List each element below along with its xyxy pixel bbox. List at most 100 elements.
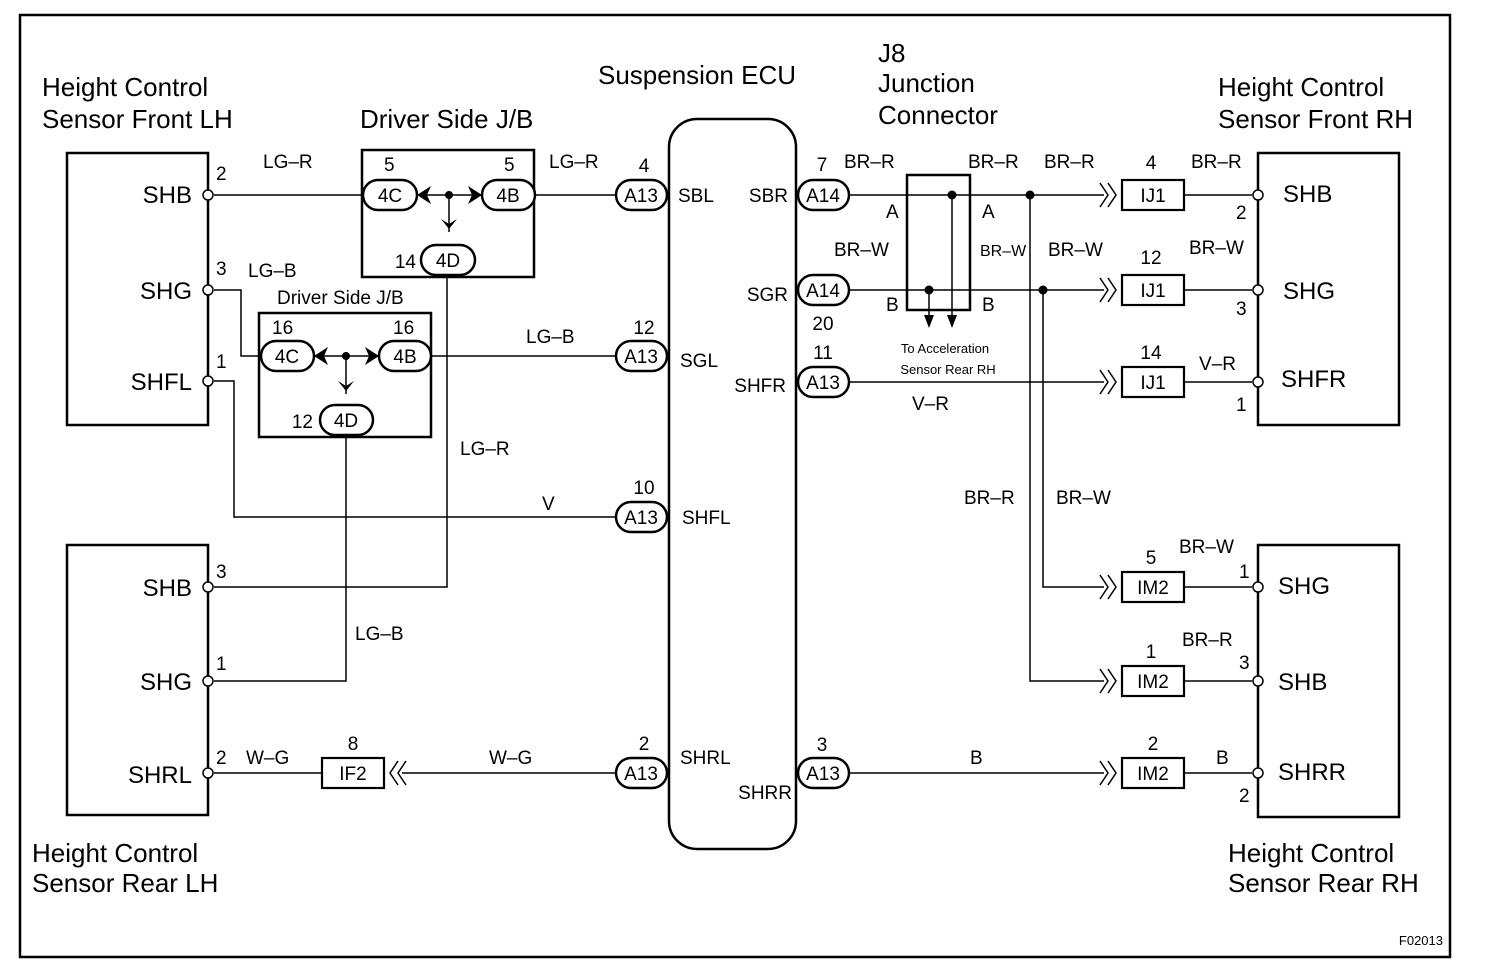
j8-title-line3: Connector [878, 100, 998, 130]
jb1-4d-label: 4D [436, 251, 460, 272]
splice-br-r [1025, 190, 1035, 200]
rear-rh-pin-shb: SHB [1278, 669, 1327, 696]
im2-num-5: 5 [1146, 548, 1157, 569]
diagram-frame [18, 13, 1452, 959]
wire-label-lg-b-3: LG–B [355, 624, 404, 645]
rear-lh-pin-shg: SHG [140, 669, 192, 696]
ecu-a13-sbl-label: A13 [624, 186, 658, 207]
sensor-terminals [202, 189, 1264, 779]
ecu-title: Suspension ECU [598, 60, 796, 90]
j8-splice-b [924, 285, 934, 295]
im2-connector-1 [1120, 664, 1186, 698]
front-lh-title-line2: Sensor Front LH [42, 104, 233, 134]
ecu-pin-sbr: SBR [749, 186, 788, 207]
wires-left [214, 194, 616, 774]
jb2-num-4b: 16 [393, 318, 414, 339]
jb2-4b-connector [377, 339, 433, 373]
front-rh-pin-shg: SHG [1283, 278, 1335, 305]
ij1-label-12: IJ1 [1140, 281, 1165, 302]
wire-label-b-2: B [1216, 748, 1229, 769]
wire-label-br-r-3: BR–R [1044, 152, 1095, 173]
ecu-pin-shfr: SHFR [734, 376, 786, 397]
wire-label-br-w-2: BR–W [980, 243, 1027, 260]
ecu-a14-sgr-connector [796, 273, 851, 307]
wire-label-br-w-3: BR–W [1048, 240, 1103, 261]
ecu-a13-shrr-label: A13 [806, 764, 840, 785]
wire-label-br-w-6: BR–W [1179, 537, 1234, 558]
rear-lh-num-shb: 3 [216, 562, 227, 583]
im2-label-5: IM2 [1137, 578, 1169, 599]
wire-label-w-g-2: W–G [489, 748, 532, 769]
jb1-title: Driver Side J/B [360, 104, 533, 134]
ecu-a13-shrl-connector [614, 756, 669, 790]
rear-rh-pin-shg: SHG [1278, 573, 1330, 600]
wire-label-br-r-4: BR–R [1191, 152, 1242, 173]
ij1-num-14: 14 [1140, 343, 1162, 364]
j8-junction-box [905, 173, 972, 312]
wire-label-br-r-1: BR–R [844, 152, 895, 173]
j8-pin-b-left: B [886, 295, 899, 316]
im2-num-1: 1 [1146, 642, 1157, 663]
rear-rh-num-shrr: 2 [1239, 786, 1250, 807]
front-rh-num-shg: 3 [1236, 299, 1247, 320]
jb1-4c-label: 4C [378, 186, 402, 207]
wire-label-br-w-1: BR–W [834, 240, 889, 261]
rear-rh-num-shb: 3 [1239, 653, 1250, 674]
wire-label-b-1: B [970, 748, 983, 769]
wire-label-w-g-1: W–G [246, 748, 289, 769]
ecu-pin-shrl: SHRL [680, 748, 731, 769]
ecu-a13-shrr-connector [796, 756, 851, 790]
wire-label-lg-r-1: LG–R [263, 152, 313, 173]
rear-rh-num-shg: 1 [1239, 562, 1250, 583]
jb1-4b-connector [480, 178, 537, 212]
jb1-num-4c: 5 [384, 155, 395, 176]
ij1-label-4: IJ1 [1140, 186, 1165, 207]
jb2-box [257, 311, 433, 439]
wire-label-lg-b-1: LG–B [248, 261, 297, 282]
rear-lh-pin-shb: SHB [143, 575, 192, 602]
jb1-num-4d: 14 [395, 252, 417, 273]
ecu-a14-sbr-connector [796, 178, 851, 212]
ecu-a13-sgl-label: A13 [624, 347, 658, 368]
ij1-num-12: 12 [1140, 248, 1161, 269]
j8-pin-b-right: B [982, 295, 995, 316]
jb1-4d-connector [419, 243, 477, 277]
ecu-a14-sgr-label: A14 [806, 281, 840, 302]
jb2-4c-label: 4C [275, 347, 299, 368]
jb1-num-4b: 5 [504, 155, 515, 176]
ecu-pin-sgr: SGR [747, 285, 788, 306]
front-lh-num-shb: 2 [216, 164, 227, 185]
suspension-ecu-box [667, 117, 798, 851]
rear-lh-pin-shrl: SHRL [128, 762, 192, 789]
wire-label-v-r-1: V–R [1199, 354, 1236, 375]
ij1-connector-12 [1120, 273, 1186, 307]
front-rh-num-shb: 2 [1236, 203, 1247, 224]
jb2-4b-label: 4B [393, 347, 416, 368]
front-lh-pin-shg: SHG [140, 278, 192, 305]
front-rh-pin-shfr: SHFR [1281, 366, 1346, 393]
wire-label-lg-r-3: LG–R [460, 439, 510, 460]
rear-rh-title-line2: Sensor Rear RH [1228, 868, 1419, 898]
wire-label-br-r-2: BR–R [968, 152, 1019, 173]
jb2-4d-label: 4D [334, 411, 358, 432]
rear-lh-title-line1: Height Control [32, 838, 198, 868]
ecu-a13-sbl-connector [614, 178, 669, 212]
ecu-a13-sbl-num: 4 [639, 156, 650, 177]
rear-rh-title-line1: Height Control [1228, 838, 1394, 868]
jb2-title: Driver Side J/B [277, 288, 404, 309]
wire-label-lg-b-2: LG–B [526, 327, 575, 348]
ecu-a13-shfr-connector [796, 365, 851, 399]
ecu-a14-sgr-num: 20 [812, 314, 833, 335]
front-rh-title-line1: Height Control [1218, 72, 1384, 102]
wire-label-br-r-6: BR–R [1182, 630, 1233, 651]
wire-label-br-w-4: BR–W [1189, 238, 1244, 259]
wire-label-br-w-5: BR–W [1056, 488, 1111, 509]
ij1-connector-4 [1120, 178, 1186, 212]
ecu-pin-sgl: SGL [680, 351, 718, 372]
j8-pin-a-right: A [982, 202, 995, 223]
front-lh-pin-shb: SHB [143, 182, 192, 209]
ecu-a14-sbr-num: 7 [817, 155, 828, 176]
im2-num-2: 2 [1148, 734, 1159, 755]
ecu-a13-shfl-connector [614, 500, 669, 534]
